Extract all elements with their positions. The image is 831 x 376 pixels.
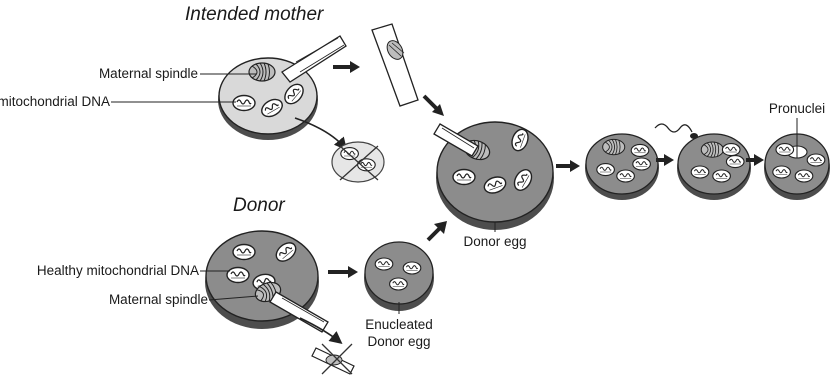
label-donor-egg: Donor egg: [455, 234, 535, 250]
sperm-icon: [655, 124, 698, 139]
heading-donor: Donor: [233, 195, 285, 217]
heading-intended-mother: Intended mother: [185, 4, 323, 26]
label-faulty-mtdna: Faulty mitochondrial DNA: [0, 94, 110, 110]
spindle-pipette: [372, 24, 418, 106]
embryo-stage-2: [677, 134, 751, 200]
discarded-egg-top: [332, 142, 384, 182]
pipette-top: [282, 36, 346, 82]
label-pronuclei: Pronuclei: [762, 101, 831, 117]
arrow-down-to-donor-egg: [424, 96, 438, 110]
label-maternal-spindle-bottom: Maternal spindle: [109, 292, 208, 308]
embryo-stage-1: [585, 134, 659, 200]
arrow-enucleated-to-donor-egg: [428, 228, 440, 240]
label-enucleated-line1: Enucleated: [364, 317, 434, 333]
discarded-pipette-bottom: [312, 344, 354, 374]
label-healthy-mtdna: Healthy mitochondrial DNA: [37, 263, 199, 279]
label-enucleated-line2: Donor egg: [364, 334, 434, 350]
enucleated-donor-egg: [364, 242, 434, 311]
label-maternal-spindle-top: Maternal spindle: [99, 66, 198, 82]
